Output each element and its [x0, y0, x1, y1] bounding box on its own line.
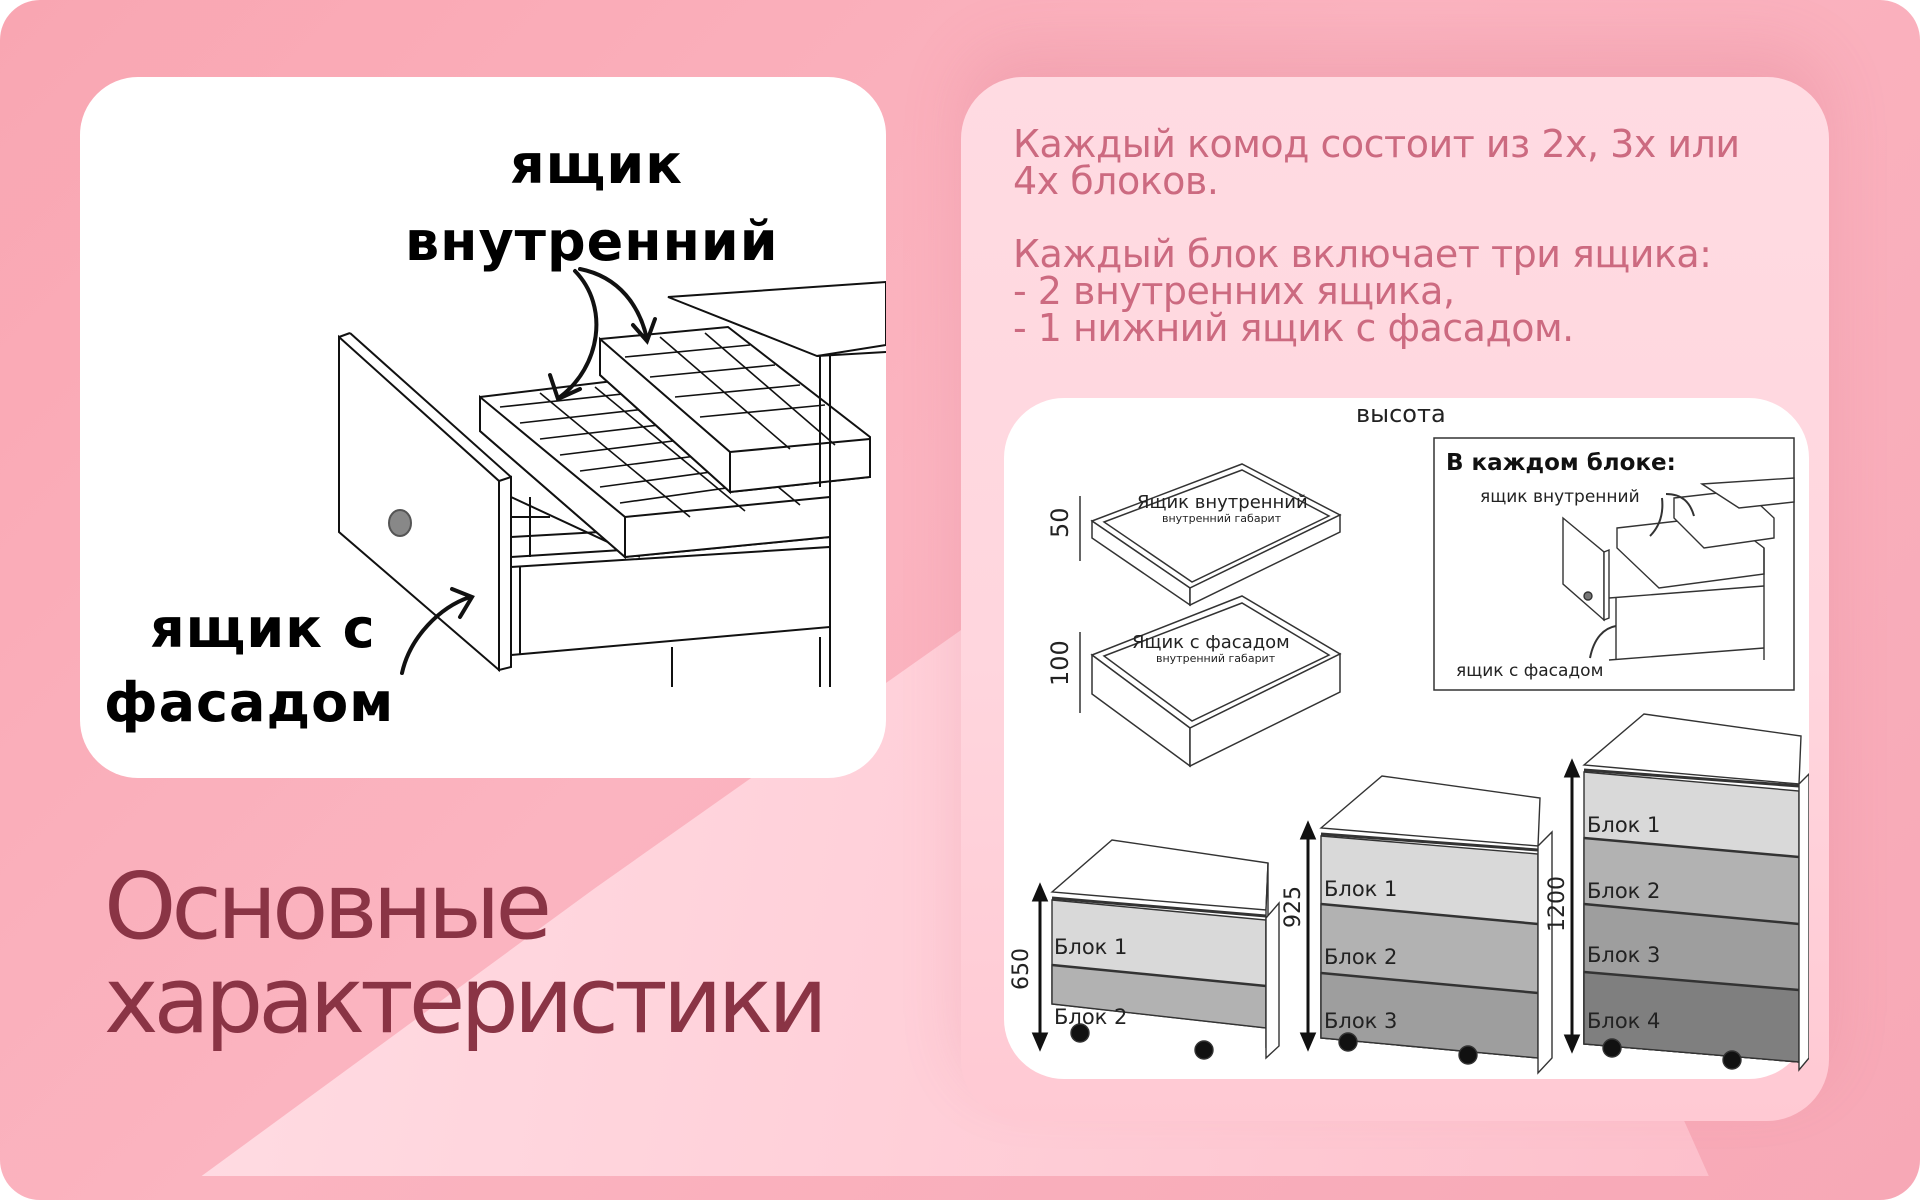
dresser-3-block-2: Блок 2	[1587, 879, 1660, 903]
title-line-1: Основные	[104, 853, 552, 960]
dimensions-diagram-card: высота 50 100 Ящик внутренний внутренний…	[1004, 398, 1809, 1079]
inner-drawer-subtitle: внутренний габарит	[1162, 512, 1282, 525]
title-line-2: характеристики	[104, 947, 828, 1054]
dresser-2-block-1: Блок 1	[1324, 877, 1397, 901]
dresser-3-height: 1200	[1545, 876, 1570, 932]
intro-paragraph-1: Каждый комод состоит из 2х, 3х или 4х бл…	[1013, 122, 1740, 203]
page-title: Основные характеристики	[104, 853, 828, 1054]
facade-drawer-title: Ящик с фасадом	[1132, 632, 1290, 653]
inset-facade-label: ящик с фасадом	[1456, 661, 1603, 681]
facade-drawer-label-line2: фасадом	[104, 671, 395, 734]
drawer-illustration	[338, 267, 886, 687]
dresser-3-block-1: Блок 1	[1587, 813, 1660, 837]
intro-text: Каждый комод состоит из 2х, 3х или 4х бл…	[1013, 122, 1793, 383]
facade-drawer-height: 100	[1046, 640, 1074, 686]
drawer-dimensions-drawing: 50 100 Ящик внутренний внутренний габари…	[1009, 437, 1809, 1075]
facade-drawer-label-line1: ящик с	[150, 597, 376, 660]
inset-inner-label: ящик внутренний	[1480, 487, 1640, 507]
dresser-2-block-2: Блок 2	[1324, 945, 1397, 969]
facade-drawer-subtitle: внутренний габарит	[1156, 652, 1276, 665]
dresser-1-block-1: Блок 1	[1054, 935, 1127, 959]
dresser-2-block-3: Блок 3	[1324, 1009, 1397, 1033]
dresser-3-block-4: Блок 4	[1587, 1009, 1660, 1033]
height-label: высота	[1356, 400, 1446, 428]
intro-paragraph-2: Каждый блок включает три ящика: - 2 внут…	[1013, 232, 1712, 350]
inner-drawer-title: Ящик внутренний	[1137, 492, 1308, 513]
dresser-1-block-2: Блок 2	[1054, 1005, 1127, 1029]
inner-drawer-height: 50	[1046, 507, 1074, 538]
dresser-3-block-3: Блок 3	[1587, 943, 1660, 967]
dresser-2-height: 925	[1281, 886, 1306, 928]
dresser-1-height: 650	[1009, 948, 1034, 990]
drawer-illustration-card: ящик внутренний ящик с фасадом	[80, 77, 886, 778]
inset-heading: В каждом блоке:	[1446, 450, 1676, 476]
inner-drawer-label-line1: ящик	[510, 133, 683, 196]
inner-drawer-label-line2: внутренний	[405, 210, 779, 273]
